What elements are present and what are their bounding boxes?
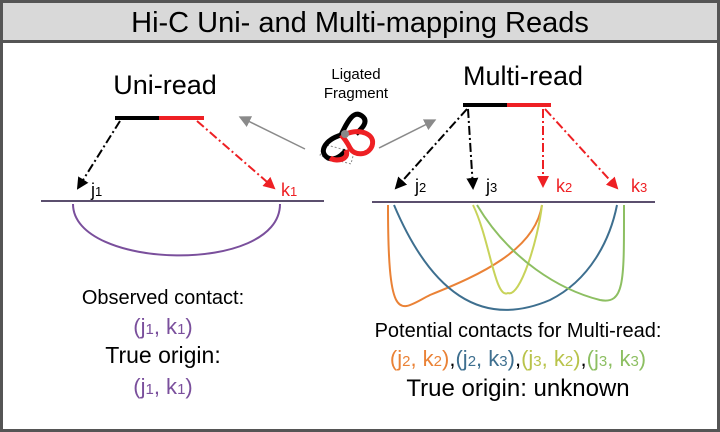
title: Hi-C Uni- and Multi-mapping Reads xyxy=(131,7,589,39)
potential-pairs: (j2, k2),(j2, k3),(j3, k2),(j3, k3) xyxy=(390,346,646,371)
fragment-label-2: Fragment xyxy=(324,85,389,102)
observed-label: Observed contact: xyxy=(82,287,244,309)
arrow-to-multi xyxy=(378,119,437,149)
label-k3: k3 xyxy=(631,176,647,196)
label-k1: k1 xyxy=(281,180,297,200)
ligated-fragment-icon xyxy=(319,111,376,165)
pair-j2-k3: (j2, k3) xyxy=(455,346,514,371)
multi-heading: Multi-read xyxy=(463,61,583,91)
true-origin-uni: (j1, k1) xyxy=(133,374,192,399)
true-origin-multi: True origin: unknown xyxy=(406,375,629,402)
uni-heading: Uni-read xyxy=(113,70,217,100)
arrow-j3 xyxy=(466,108,479,190)
contact-arc-uni xyxy=(72,203,281,257)
label-j3: j3 xyxy=(485,176,497,196)
pair-j3-k3: (j3, k3) xyxy=(587,346,646,371)
arrow-k3 xyxy=(544,108,619,190)
contact-arc-j3-k3 xyxy=(476,204,626,302)
arrow-to-uni xyxy=(238,116,306,150)
contact-arc-j2-k3 xyxy=(393,204,618,311)
potential-label: Potential contacts for Multi-read: xyxy=(375,320,662,342)
label-j2: j2 xyxy=(414,176,426,196)
contact-arc-j3-k2 xyxy=(472,204,543,295)
arrow-j1 xyxy=(76,120,121,190)
pair-j3-k2: (j3, k2) xyxy=(521,346,580,371)
label-k2: k2 xyxy=(556,176,572,196)
title-bar xyxy=(0,0,720,43)
arrow-k1 xyxy=(196,120,276,190)
pair-j2-k2: (j2, k2) xyxy=(390,346,449,371)
contact-arc-j2-k2 xyxy=(387,204,543,308)
observed-contact: (j1, k1) xyxy=(133,314,192,339)
true-origin-label: True origin: xyxy=(105,342,220,368)
label-j1: j1 xyxy=(90,180,102,200)
arrow-j2 xyxy=(394,108,468,190)
fragment-label-1: Ligated xyxy=(331,66,380,83)
